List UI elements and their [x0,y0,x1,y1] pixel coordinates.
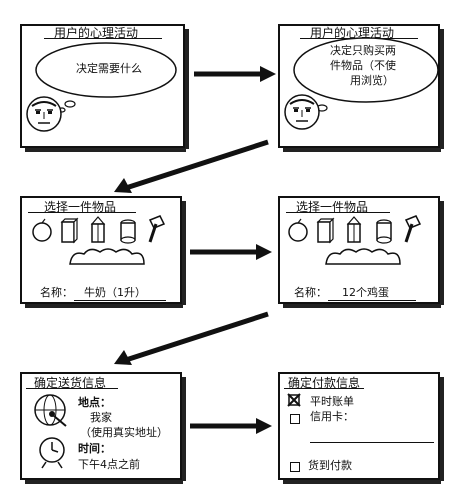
bread-icon [69,248,145,265]
box-icon [316,217,335,244]
flow-arrow-3-to-4 [190,244,272,260]
title-underline [26,388,118,389]
panel-title: 用户的心理活动 [310,26,395,40]
flow-arrow-2-to-3 [114,139,269,193]
can-icon [120,219,136,244]
location-label: 地点： [78,396,111,409]
panel-choose-item-1: 选择一件物品 名称： 牛奶（1升） [20,196,186,308]
name-underline [328,300,416,301]
orange-icon [288,218,308,242]
option-cash-on-delivery: 货到付款 [308,459,352,472]
panel-user-thinking-2: 用户的心理活动 决定只购买两 件物品（不使 用浏览） [278,24,444,152]
clock-icon [39,437,65,469]
name-label: 名称： [294,286,327,299]
location-line-1: 我家 [90,411,112,424]
title-underline [286,212,390,213]
checkbox-credit-card[interactable] [290,414,300,424]
can-icon [376,219,392,244]
flow-arrow-4-to-5 [114,311,269,365]
box-icon [60,217,79,244]
name-underline [74,300,166,301]
globe-location-icon [34,394,67,427]
bread-icon [325,248,401,265]
location-line-2: （使用真实地址） [80,426,168,439]
thought-text-line-1: 决定只购买两 [330,44,396,57]
title-underline [28,212,136,213]
checkbox-regular-bill-checked[interactable] [287,393,304,410]
thought-text: 决定需要什么 [76,62,142,75]
name-label: 名称： [40,286,73,299]
checkbox-cash-on-delivery[interactable] [290,462,300,472]
panel-title: 确定送货信息 [34,376,107,390]
thought-bubble [35,42,177,113]
panel-title: 选择一件物品 [296,200,369,214]
product-icons-row [288,215,422,265]
orange-icon [32,218,52,242]
time-value: 下午4点之前 [78,458,140,471]
title-underline [44,38,162,39]
milk-carton-icon [90,216,106,243]
product-icons-row [32,215,166,265]
panel-title: 确定付款信息 [288,376,361,390]
panel-title: 选择一件物品 [44,200,117,214]
hammer-icon [404,215,422,243]
hammer-icon [148,215,166,243]
flow-arrow-5-to-6 [190,418,272,434]
milk-carton-icon [346,216,362,243]
option-regular-bill: 平时账单 [310,395,354,408]
credit-card-input-line[interactable] [310,442,434,443]
thought-text-line-2: 件物品（不使 [330,59,396,72]
face-icon [284,94,320,130]
thought-text-line-3: 用浏览） [350,74,394,87]
panel-title: 用户的心理活动 [54,26,139,40]
face-icon [26,96,62,132]
name-value: 牛奶（1升） [84,286,146,299]
option-credit-card: 信用卡： [310,410,354,423]
title-underline [284,388,364,389]
flow-arrow-1-to-2 [194,66,276,82]
name-value: 12个鸡蛋 [342,286,389,299]
panel-choose-item-2: 选择一件物品 名称： 12个鸡蛋 [278,196,444,308]
time-label: 时间： [78,442,111,455]
panel-user-thinking-1: 用户的心理活动 决定需要什么 [20,24,189,152]
panel-payment-info: 确定付款信息 平时账单 信用卡： 货到付款 [278,372,444,484]
panel-delivery-info: 确定送货信息 地点： 我家 （使用真实地址） 时间： 下午4点之前 [20,372,186,484]
